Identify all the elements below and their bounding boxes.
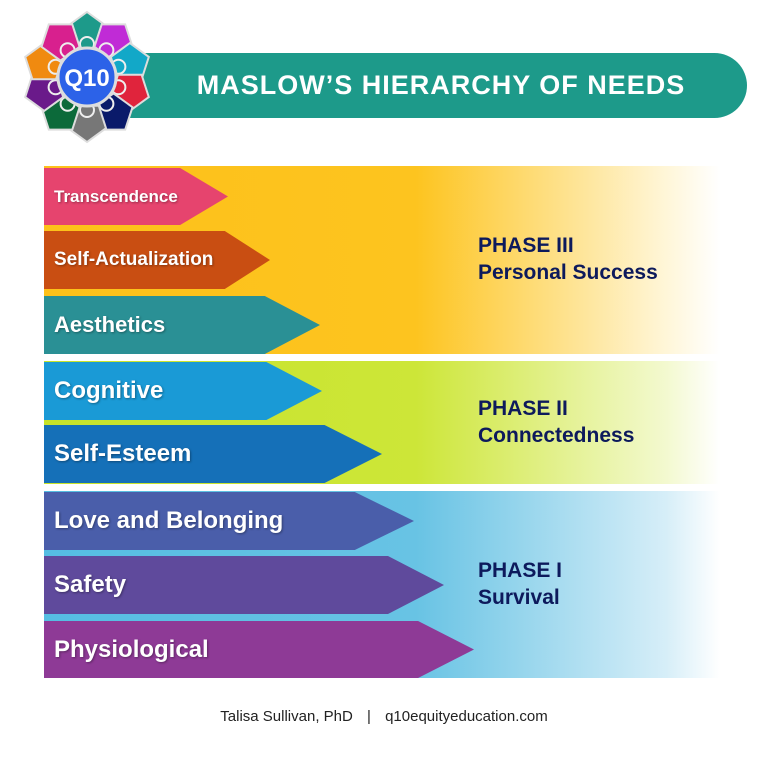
phase-subtitle: Connectedness [478,424,635,447]
need-self-esteem: Self-Esteem [44,425,382,483]
phase-title: PHASE III [478,234,574,257]
need-physiological: Physiological [44,621,474,678]
phase-1-label: PHASE I Survival [478,557,562,611]
phase-subtitle: Personal Success [478,261,658,284]
separator: | [367,708,371,725]
phase-2-label: PHASE II Connectedness [478,395,634,449]
page-title: MASLOW’S HIERARCHY OF NEEDS [196,70,686,100]
need-self-actualization: Self-Actualization [44,231,270,289]
author: Talisa Sullivan, PhD [220,708,353,725]
phase-subtitle: Survival [478,586,560,609]
need-cognitive: Cognitive [44,362,322,420]
need-love-and-belonging: Love and Belonging [44,492,414,550]
phase-title: PHASE I [478,559,563,582]
footer: Talisa Sullivan, PhD | q10equityeducatio… [0,708,768,725]
phase-3-label: PHASE III Personal Success [478,232,658,286]
need-safety: Safety [44,556,444,614]
need-aesthetics: Aesthetics [44,296,320,354]
q10-logo: Q10 [24,10,150,144]
logo-text: Q10 [64,65,109,92]
title-banner: MASLOW’S HIERARCHY OF NEEDS [125,53,747,118]
phase-title: PHASE II [478,397,568,420]
website-link[interactable]: q10equityeducation.com [385,708,548,725]
